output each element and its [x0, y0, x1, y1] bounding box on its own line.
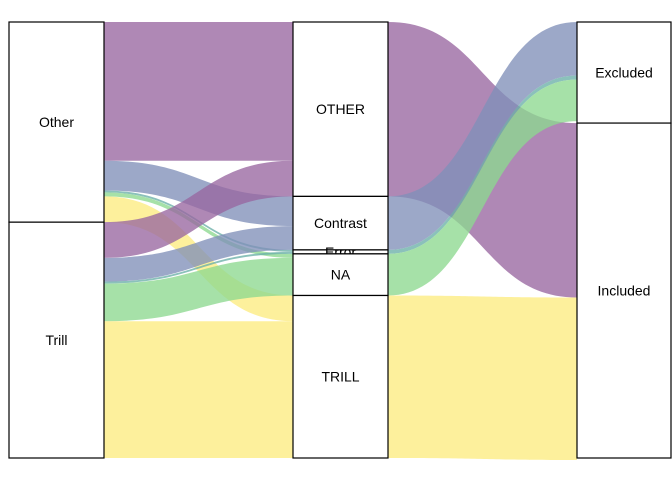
flow-error-to-excluded [388, 75, 577, 254]
stratum-box-excluded [576, 21, 672, 124]
flow-trill-to-other [104, 160, 293, 258]
stratum-box-trill [292, 294, 389, 459]
stratum-label-other: Other [39, 114, 74, 130]
flow-trill-to-trill [104, 321, 293, 458]
stratum-label-contrast: Contrast [314, 215, 367, 231]
stratum-label-na: NA [331, 267, 351, 283]
stratum-label-trill: TRILL [321, 369, 359, 385]
flow-trill-to-error [104, 251, 293, 284]
stratum-label-excluded: Excluded [595, 65, 653, 81]
flow-other-to-other [104, 22, 293, 161]
stratum-label-other: OTHER [316, 101, 365, 117]
flow-layer [104, 22, 577, 460]
flow-contrast-to-excluded [388, 22, 577, 250]
flow-trill-to-included [388, 295, 577, 460]
stratum-label-trill: Trill [45, 332, 67, 348]
stratum-box-trill [8, 221, 105, 459]
stratum-label-included: Included [598, 283, 651, 299]
flow-na-to-excluded [388, 79, 577, 296]
stratum-box-other [8, 21, 105, 223]
strata-layer: OtherTrillOTHERContrastErrorNATRILLExclu… [8, 21, 672, 459]
flow-trill-to-na [104, 257, 293, 322]
stratum-box-included [576, 122, 672, 459]
flow-trill-to-contrast [104, 226, 293, 282]
